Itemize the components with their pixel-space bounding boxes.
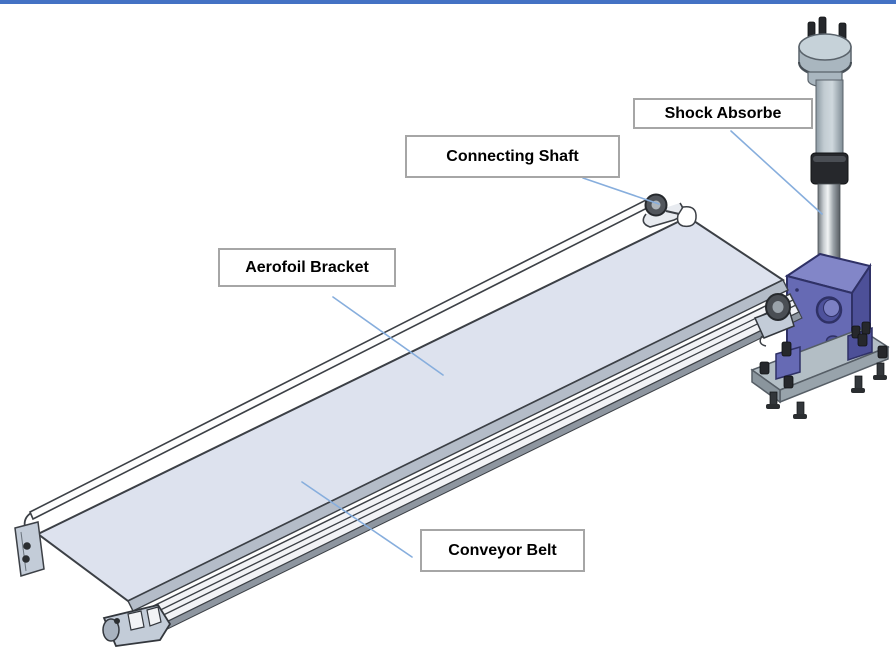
plate-feet <box>766 362 887 419</box>
leader-connecting-shaft <box>582 177 660 205</box>
connecting-shaft-roller <box>642 193 697 228</box>
shock-collar <box>810 152 849 185</box>
belt-edge <box>127 279 789 612</box>
label-aerofoil-bracket: Aerofoil Bracket <box>218 248 396 287</box>
left-foot <box>102 603 172 647</box>
leader-shock-absorber <box>730 130 823 215</box>
label-conveyor-belt-text: Conveyor Belt <box>448 541 557 559</box>
label-connecting-shaft: Connecting Shaft <box>405 135 620 178</box>
label-aerofoil-bracket-text: Aerofoil Bracket <box>245 258 369 276</box>
conveyor-frame <box>133 292 803 640</box>
label-conveyor-belt: Conveyor Belt <box>420 529 585 572</box>
right-roller-mount <box>753 293 795 347</box>
top-cap-disc <box>798 33 852 88</box>
label-shock-absorber: Shock Absorbe <box>633 98 813 129</box>
shock-piston-rod <box>817 183 841 265</box>
leader-lines <box>301 130 823 558</box>
top-border-line <box>0 0 896 4</box>
plate-bolts <box>759 333 888 389</box>
label-shock-absorber-text: Shock Absorbe <box>664 104 782 122</box>
left-end-plate <box>14 521 45 577</box>
leader-aerofoil-bracket <box>332 296 444 376</box>
label-connecting-shaft-text: Connecting Shaft <box>446 147 579 165</box>
belt-surface <box>36 215 786 603</box>
shock-cylinder <box>815 79 844 157</box>
leader-conveyor-belt <box>301 481 413 558</box>
shock-absorber-drawing <box>750 16 890 419</box>
conveyor-drawing <box>14 193 803 647</box>
